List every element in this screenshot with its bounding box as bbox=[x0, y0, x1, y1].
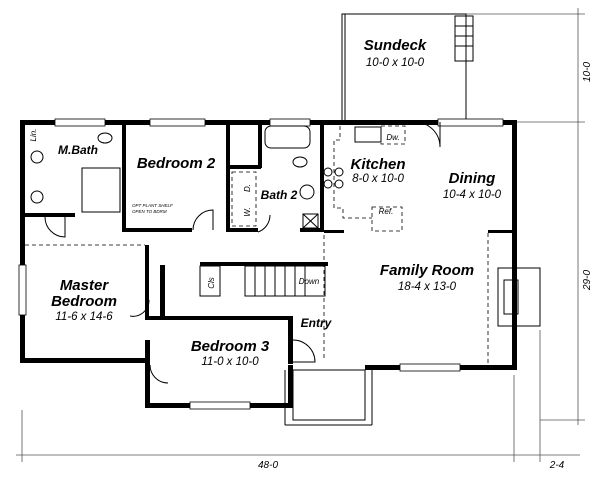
toilet bbox=[292, 156, 308, 168]
master-tub bbox=[81, 167, 121, 213]
dryer-label: D. bbox=[243, 184, 252, 192]
fixtures bbox=[30, 125, 541, 327]
kitchen-label: Kitchen bbox=[350, 156, 405, 173]
washer-dryer bbox=[231, 171, 257, 227]
bath2-label: Bath 2 bbox=[261, 188, 298, 202]
master-bedroom-size: 11-6 x 14-6 bbox=[55, 311, 113, 323]
dining-size: 10-4 x 10-0 bbox=[443, 189, 502, 201]
refrigerator-label: Ref. bbox=[379, 207, 394, 216]
sink bbox=[299, 184, 315, 200]
fireplace bbox=[497, 267, 541, 327]
kitchen-sink bbox=[354, 126, 382, 143]
interior-walls bbox=[20, 120, 516, 365]
entry-label: Entry bbox=[301, 316, 333, 330]
master-bedroom-label-1: Master bbox=[60, 277, 110, 294]
bath2-tub bbox=[264, 125, 311, 149]
family-room-size: 18-4 x 13-0 bbox=[398, 281, 457, 293]
closet-label: Cls bbox=[207, 277, 216, 289]
front-porch bbox=[284, 369, 373, 426]
bedroom3-label: Bedroom 3 bbox=[191, 338, 270, 355]
dim-house-depth: 29-0 bbox=[582, 270, 593, 291]
windows bbox=[18, 118, 504, 410]
dishwasher-label: Dw. bbox=[386, 133, 399, 142]
bedroom2-label: Bedroom 2 bbox=[137, 155, 216, 172]
doors bbox=[25, 121, 489, 384]
dim-sundeck-depth: 10-0 bbox=[582, 62, 593, 82]
toilet bbox=[97, 132, 113, 144]
dimension-lines bbox=[16, 8, 585, 462]
master-bedroom-label-2: Bedroom bbox=[51, 293, 117, 310]
sink bbox=[30, 150, 44, 164]
dim-house-width: 48-0 bbox=[258, 460, 278, 471]
plant-shelf-note-2: OPEN TO BDRM bbox=[132, 209, 167, 214]
family-room-label: Family Room bbox=[380, 262, 474, 279]
sink bbox=[30, 190, 44, 204]
kitchen-size: 8-0 x 10-0 bbox=[352, 173, 404, 185]
bedroom3-size: 11-0 x 10-0 bbox=[201, 356, 259, 368]
sundeck-label: Sundeck bbox=[364, 37, 427, 54]
washer-label: W. bbox=[243, 207, 252, 216]
sundeck-size: 10-0 x 10-0 bbox=[366, 57, 425, 69]
down-label: Down bbox=[299, 277, 320, 286]
dining-label: Dining bbox=[449, 170, 496, 187]
stairs bbox=[199, 265, 326, 297]
linen-label: Lin. bbox=[29, 129, 38, 142]
plant-shelf-note-1: OPT PLANT SHELF bbox=[132, 203, 173, 208]
dim-fireplace: 2-4 bbox=[549, 460, 565, 471]
master-bath-label: M.Bath bbox=[58, 143, 98, 157]
